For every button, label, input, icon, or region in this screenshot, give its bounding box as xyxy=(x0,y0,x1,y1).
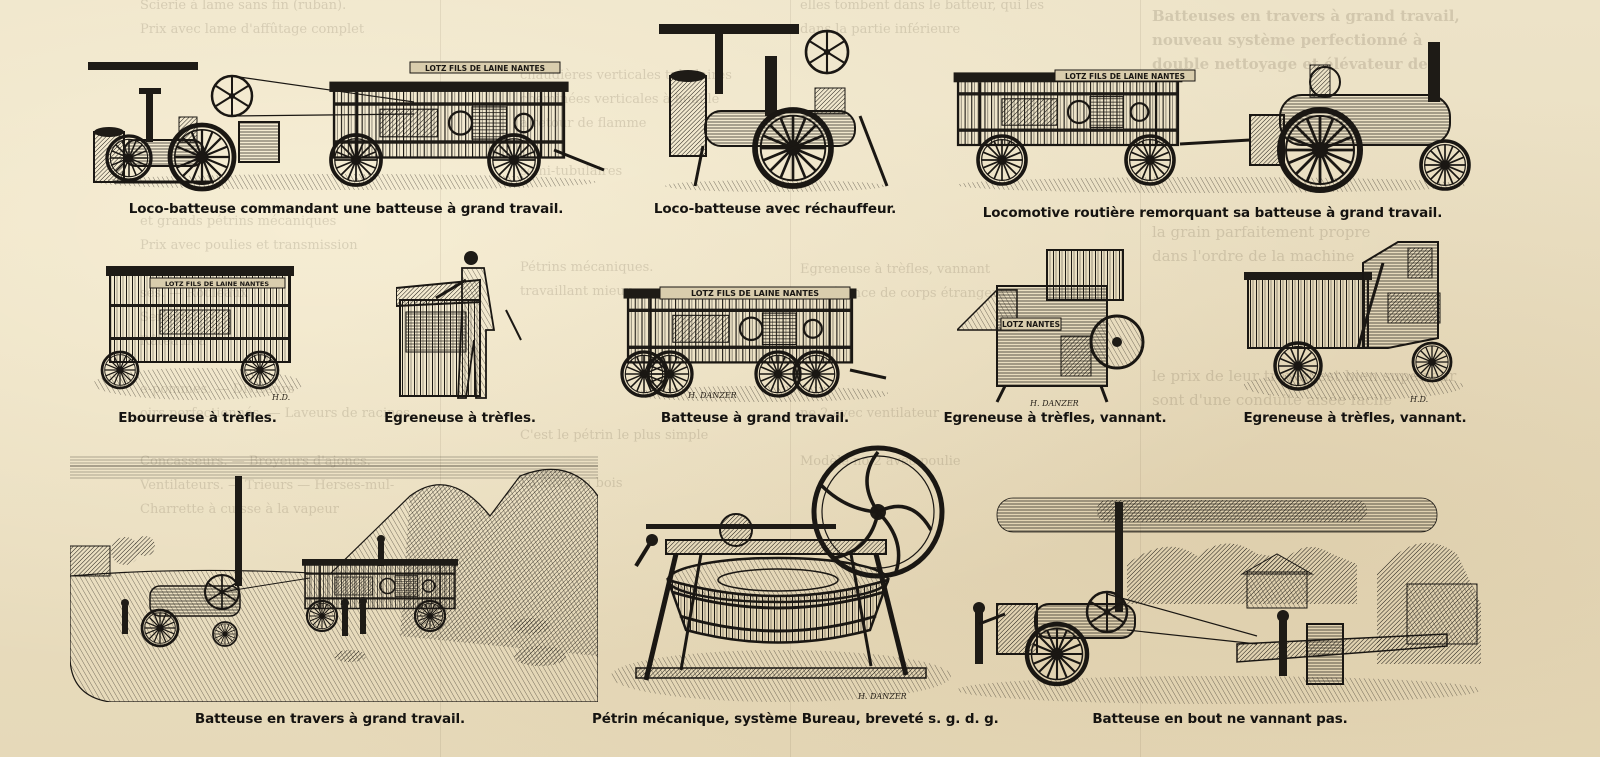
plate-ebourreuse: LOTZ FILS DE LAINE NANTES xyxy=(90,262,305,402)
engraver-mark: H.D. xyxy=(1410,395,1429,404)
plate-loco-batteuse-commandant: LOTZ FILS DE LAINE NANTES xyxy=(84,42,608,192)
plate-caption: Ebourreuse à trèfles. xyxy=(118,410,277,426)
engraver-mark: H. DANZER xyxy=(1030,399,1079,408)
illustration-loco-batteuse-commandant: LOTZ FILS DE LAINE NANTES xyxy=(88,61,605,192)
plate-caption: Loco-batteuse commandant une batteuse à … xyxy=(128,201,564,217)
plate-egreneuse-vannant-2 xyxy=(1238,238,1468,403)
plate-caption: Batteuse en travers à grand travail. xyxy=(194,711,466,727)
plate-lettering: LOTZ FILS DE LAINE NANTES xyxy=(425,64,545,73)
illustration-petrin-mecanique xyxy=(611,445,951,702)
show-through-column-right: Batteuses en travers à grand travail,nou… xyxy=(1152,7,1460,409)
plate-caption: Loco-batteuse avec réchauffeur. xyxy=(653,201,897,217)
engraver-mark: H. DANZER xyxy=(858,692,907,701)
plate-lettering: LOTZ NANTES xyxy=(1002,320,1060,329)
plate-lettering: LOTZ FILS DE LAINE NANTES xyxy=(691,289,819,298)
illustration-batteuse-en-bout xyxy=(957,497,1481,704)
plate-lettering: LOTZ FILS DE LAINE NANTES xyxy=(165,280,269,288)
illustration-batteuse-en-travers xyxy=(70,456,598,702)
plate-caption: Egreneuse à trèfles. xyxy=(384,410,536,426)
plate-batteuse-en-bout xyxy=(957,494,1481,704)
illustration-egreneuse xyxy=(396,251,522,399)
plate-batteuse-en-travers xyxy=(70,456,598,702)
plate-caption: Locomotive routière remorquant sa batteu… xyxy=(982,205,1443,221)
illustration-locomotive-routiere: LOTZ FILS DE LAINE NANTES xyxy=(952,42,1471,193)
column-rule xyxy=(1140,0,1141,757)
illustration-egreneuse-vannant-1: LOTZ NANTES xyxy=(957,249,1145,403)
plate-egreneuse-vannant-1: LOTZ NANTES xyxy=(957,246,1147,404)
plate-loco-batteuse-rechauffeur xyxy=(655,16,895,194)
plate-caption: Pétrin mécanique, système Bureau, brevet… xyxy=(592,711,999,727)
engraver-mark: H.D. xyxy=(272,393,291,402)
illustration-egreneuse-vannant-2 xyxy=(1243,241,1463,400)
plate-locomotive-routiere: LOTZ FILS DE LAINE NANTES xyxy=(950,40,1475,195)
illustration-batteuse-grand-travail: LOTZ FILS DE LAINE NANTES xyxy=(620,286,888,402)
illustration-ebourreuse: LOTZ FILS DE LAINE NANTES xyxy=(93,266,303,400)
illustration-loco-batteuse-rechauffeur xyxy=(659,24,889,192)
plate-caption: Batteuse à grand travail. xyxy=(660,410,850,426)
plate-caption: Egreneuse à trèfles, vannant. xyxy=(1243,410,1467,426)
engraver-mark: H. DANZER xyxy=(688,391,737,400)
plate-caption: Egreneuse à trèfles, vannant. xyxy=(943,410,1167,426)
plate-petrin-mecanique xyxy=(606,440,951,704)
plate-lettering: LOTZ FILS DE LAINE NANTES xyxy=(1065,72,1185,81)
plate-egreneuse xyxy=(396,250,526,402)
plate-batteuse-grand-travail: LOTZ FILS DE LAINE NANTES xyxy=(620,282,888,404)
plate-caption: Batteuse en bout ne vannant pas. xyxy=(1092,711,1348,727)
